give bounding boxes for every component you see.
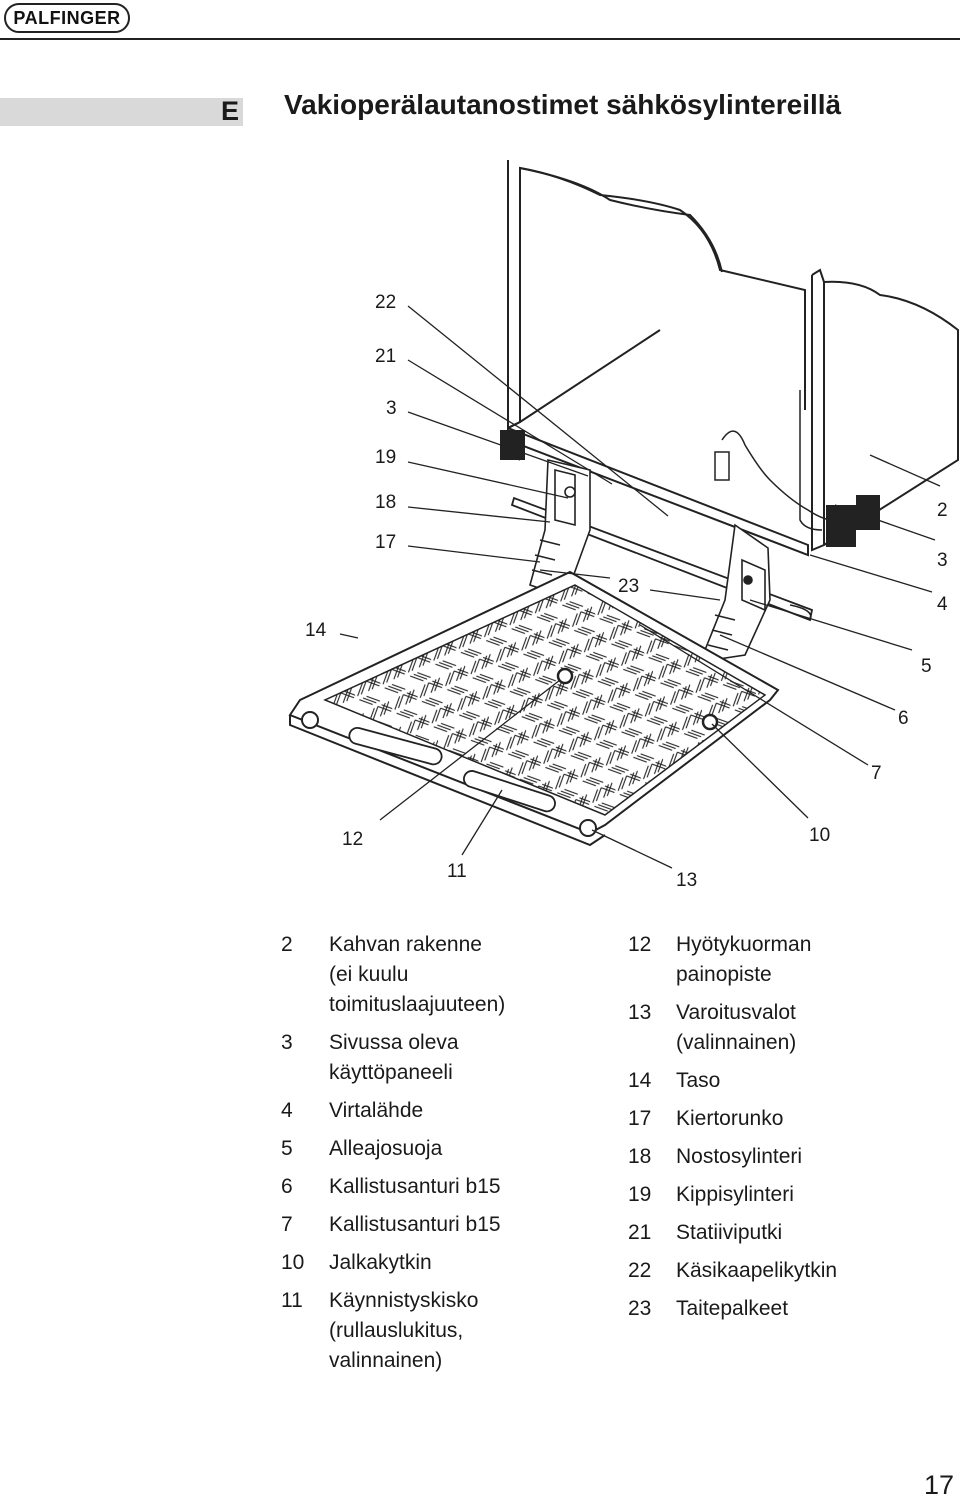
legend-text: Varoitusvalot (valinnainen) (676, 1001, 797, 1054)
callout-14: 14 (305, 620, 327, 641)
callout-11: 11 (447, 861, 467, 882)
legend-num: 21 (628, 1221, 652, 1244)
truck-right-wall (811, 275, 959, 552)
legend-num: 2 (281, 933, 293, 956)
legend-item: 2 Kahvan rakenne (ei kuulu toimituslaajuu… (281, 930, 505, 1020)
legend-num: 19 (628, 1183, 652, 1206)
callout-5: 5 (921, 656, 932, 677)
legend-text: Kallistusanturi b15 (329, 1213, 501, 1236)
hand-cable (721, 430, 851, 522)
legend-item: 6 Kallistusanturi b15 (281, 1172, 505, 1202)
legend-text: Kallistusanturi b15 (329, 1175, 501, 1198)
legend-text: Alleajosuoja (329, 1137, 443, 1160)
legend-text: Käsikaapelikytkin (676, 1259, 838, 1282)
roll-rail-left (348, 727, 443, 766)
legend-right: 12 Hyötykuorman painopiste 13 Varoitusvalo… (628, 930, 837, 1332)
legend-num: 23 (628, 1297, 652, 1320)
legend-item: 7 Kallistusanturi b15 (281, 1210, 505, 1240)
legend-text: Statiiviputki (676, 1221, 783, 1244)
legend-item: 21 Statiiviputki (628, 1218, 837, 1248)
callout-21: 21 (375, 346, 396, 367)
callout-10: 10 (809, 825, 830, 846)
platform-tread (323, 584, 767, 816)
legend-left: 2 Kahvan rakenne (ei kuulu toimituslaajuu… (281, 930, 505, 1384)
legend-item: 12 Hyötykuorman painopiste (628, 930, 837, 990)
header-rule (0, 38, 960, 40)
legend-text: Kahvan rakenne (ei kuulu toimituslaajuut… (329, 933, 506, 1016)
section-bar (0, 98, 243, 126)
callout-19: 19 (375, 447, 396, 468)
tail-lift-diagram: 22 21 3 19 18 17 14 23 2 3 4 5 6 7 12 11… (288, 160, 959, 891)
roll-rail-right (463, 770, 556, 813)
legend-item: 3 Sivussa oleva käyttöpaneeli (281, 1028, 505, 1088)
legend-item: 14 Taso (628, 1066, 837, 1096)
left-arm (529, 458, 591, 591)
legend-item: 4 Virtalähde (281, 1096, 505, 1126)
legend-text: Kiertorunko (676, 1107, 784, 1130)
callout-17: 17 (375, 532, 396, 553)
legend-num: 11 (281, 1289, 303, 1312)
legend-text: Jalkakytkin (329, 1251, 432, 1274)
legend-item: 13 Varoitusvalot (valinnainen) (628, 998, 837, 1058)
legend-item: 5 Alleajosuoja (281, 1134, 505, 1164)
legend-text: Taitepalkeet (676, 1297, 789, 1320)
callout-6: 6 (898, 708, 909, 729)
callout-13: 13 (676, 870, 697, 891)
legend-num: 13 (628, 1001, 652, 1024)
warning-light-left (301, 711, 319, 729)
callout-3-right: 3 (937, 550, 948, 571)
legend-num: 14 (628, 1069, 652, 1092)
legend-text: Virtalähde (329, 1099, 424, 1122)
legend-num: 7 (281, 1213, 293, 1236)
legend-item: 11 Käynnistyskisko (rullauslukitus, valin… (281, 1286, 505, 1376)
leader-lines (339, 305, 941, 869)
callout-22: 22 (375, 292, 396, 313)
legend-text: Taso (676, 1069, 721, 1092)
legend-num: 6 (281, 1175, 293, 1198)
callout-7: 7 (871, 763, 882, 784)
legend-num: 22 (628, 1259, 652, 1282)
legend-text: Nostosylinteri (676, 1145, 803, 1168)
callout-18: 18 (375, 492, 396, 513)
legend-num: 12 (628, 933, 652, 956)
right-arm (704, 523, 771, 661)
legend-item: 23 Taitepalkeet (628, 1294, 837, 1324)
callout-3-left: 3 (386, 398, 397, 419)
callout-12: 12 (342, 829, 363, 850)
legend-item: 10 Jalkakytkin (281, 1248, 505, 1278)
legend-num: 3 (281, 1031, 293, 1054)
callout-4: 4 (937, 594, 948, 615)
legend-text: Hyötykuorman painopiste (676, 933, 812, 986)
legend-item: 19 Kippisylinteri (628, 1180, 837, 1210)
warning-light-right (579, 819, 597, 837)
page-title: Vakioperälautanostimet sähkösylintereill… (284, 89, 842, 120)
legend-text: Sivussa oleva käyttöpaneeli (329, 1031, 459, 1084)
legend-num: 5 (281, 1137, 293, 1160)
legend-text: Kippisylinteri (676, 1183, 794, 1206)
legend-text: Käynnistyskisko (rullauslukitus, valinna… (329, 1289, 479, 1372)
section-letter: E (221, 96, 240, 126)
page-number: 17 (923, 1470, 954, 1500)
legend-num: 4 (281, 1099, 293, 1122)
callout-2: 2 (937, 500, 948, 521)
callout-23: 23 (618, 576, 639, 597)
legend-num: 18 (628, 1145, 652, 1168)
legend-num: 10 (281, 1251, 305, 1274)
truck-left-wall (507, 160, 806, 430)
foot-switch-left (556, 667, 574, 685)
palfinger-logo: PALFINGER (4, 3, 130, 33)
legend-item: 18 Nostosylinteri (628, 1142, 837, 1172)
legend-item: 22 Käsikaapelikytkin (628, 1256, 837, 1286)
legend-item: 17 Kiertorunko (628, 1104, 837, 1134)
legend-num: 17 (628, 1107, 652, 1130)
